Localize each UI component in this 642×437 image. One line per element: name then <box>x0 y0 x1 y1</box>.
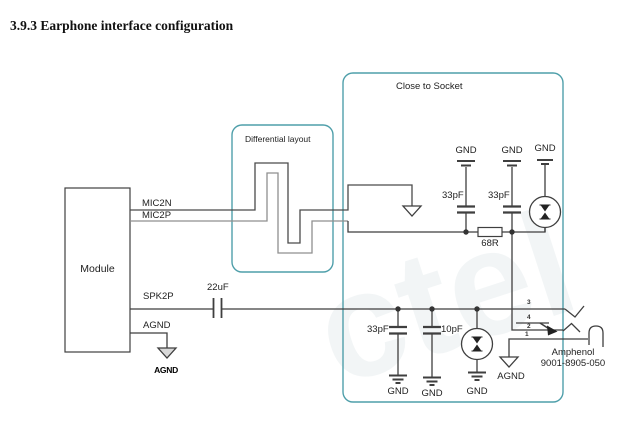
cap-33pf-bottom-label: 33pF <box>367 324 389 335</box>
mic2n-wire <box>130 162 413 244</box>
cap-10pf-label: 10pF <box>441 324 463 335</box>
pin4-arrow-icon <box>547 325 558 336</box>
differential-layout-title: Differential layout <box>245 134 311 144</box>
earth-symbol-bot-2 <box>423 376 441 386</box>
gnd-bot1-label: GND <box>387 386 409 397</box>
junction-dots <box>395 229 515 312</box>
agnd-symbol-label: AGND <box>154 365 178 375</box>
cap-33pf-top2-label: 33pF <box>488 190 510 201</box>
page-title: 3.9.3 Earphone interface configuration <box>10 18 234 33</box>
cap-22uf-label: 22uF <box>207 282 229 293</box>
close-to-socket-title: Close to Socket <box>396 81 463 92</box>
gnd-symbol-top-3 <box>537 159 553 165</box>
module-label: Module <box>80 263 115 275</box>
close-to-socket-box <box>342 72 564 403</box>
pin2-label: 2 <box>527 323 531 330</box>
jack-pin3-contact-icon <box>564 305 585 318</box>
spk2p-label: SPK2P <box>143 291 174 302</box>
jack-pin1-wire <box>498 338 588 368</box>
gnd-bot3-label: GND <box>466 386 488 397</box>
resistor-68r <box>477 226 503 238</box>
agnd-socket-label: AGND <box>497 371 525 382</box>
capacitor-22uf <box>212 298 223 318</box>
gnd-top1-label: GND <box>455 145 477 156</box>
mic2p-wire-serpentine <box>130 172 348 254</box>
mic2p-label: MIC2P <box>142 210 172 221</box>
agnd-triangle-icon <box>156 347 178 359</box>
earth-symbol-bot-3 <box>468 371 486 381</box>
agnd-pin-label: AGND <box>143 320 171 331</box>
differential-layout-box <box>231 124 334 273</box>
capacitor-33pf-top2 <box>503 167 521 232</box>
gnd-top3-label: GND <box>534 143 556 154</box>
gnd-symbol-top-2 <box>503 160 521 167</box>
gnd-top2-label: GND <box>501 145 523 156</box>
jack-pin2-contact-icon <box>562 322 581 333</box>
capacitor-33pf-top1 <box>457 167 475 232</box>
jack-pin4-wire <box>516 322 558 336</box>
connector-part-label: 9001-8905-050 <box>540 358 606 369</box>
connector-vendor-label: Amphenol <box>551 347 595 358</box>
pin4-label: 4 <box>527 314 531 321</box>
esd-diode-top-icon <box>528 165 562 232</box>
pin1-label: 1 <box>525 331 529 338</box>
res-68r-label: 68R <box>481 238 499 249</box>
mic2n-label: MIC2N <box>142 198 172 209</box>
agnd-socket-triangle-icon <box>498 356 520 368</box>
capacitor-10pf-bottom <box>423 309 441 377</box>
cap-33pf-top1-label: 33pF <box>442 190 464 201</box>
earth-symbol-bot-1 <box>389 374 407 384</box>
esd-diode-bottom-icon <box>460 309 494 372</box>
module-agnd-wire <box>130 332 178 359</box>
pin3-label: 3 <box>527 299 531 306</box>
mic2n-ground-triangle-icon <box>401 205 423 217</box>
gnd-symbol-top-1 <box>457 160 475 167</box>
jack-sleeve-hook-icon <box>588 325 604 347</box>
capacitor-33pf-bottom <box>389 309 407 375</box>
gnd-bot2-label: GND <box>421 388 443 399</box>
module-box <box>64 187 131 353</box>
